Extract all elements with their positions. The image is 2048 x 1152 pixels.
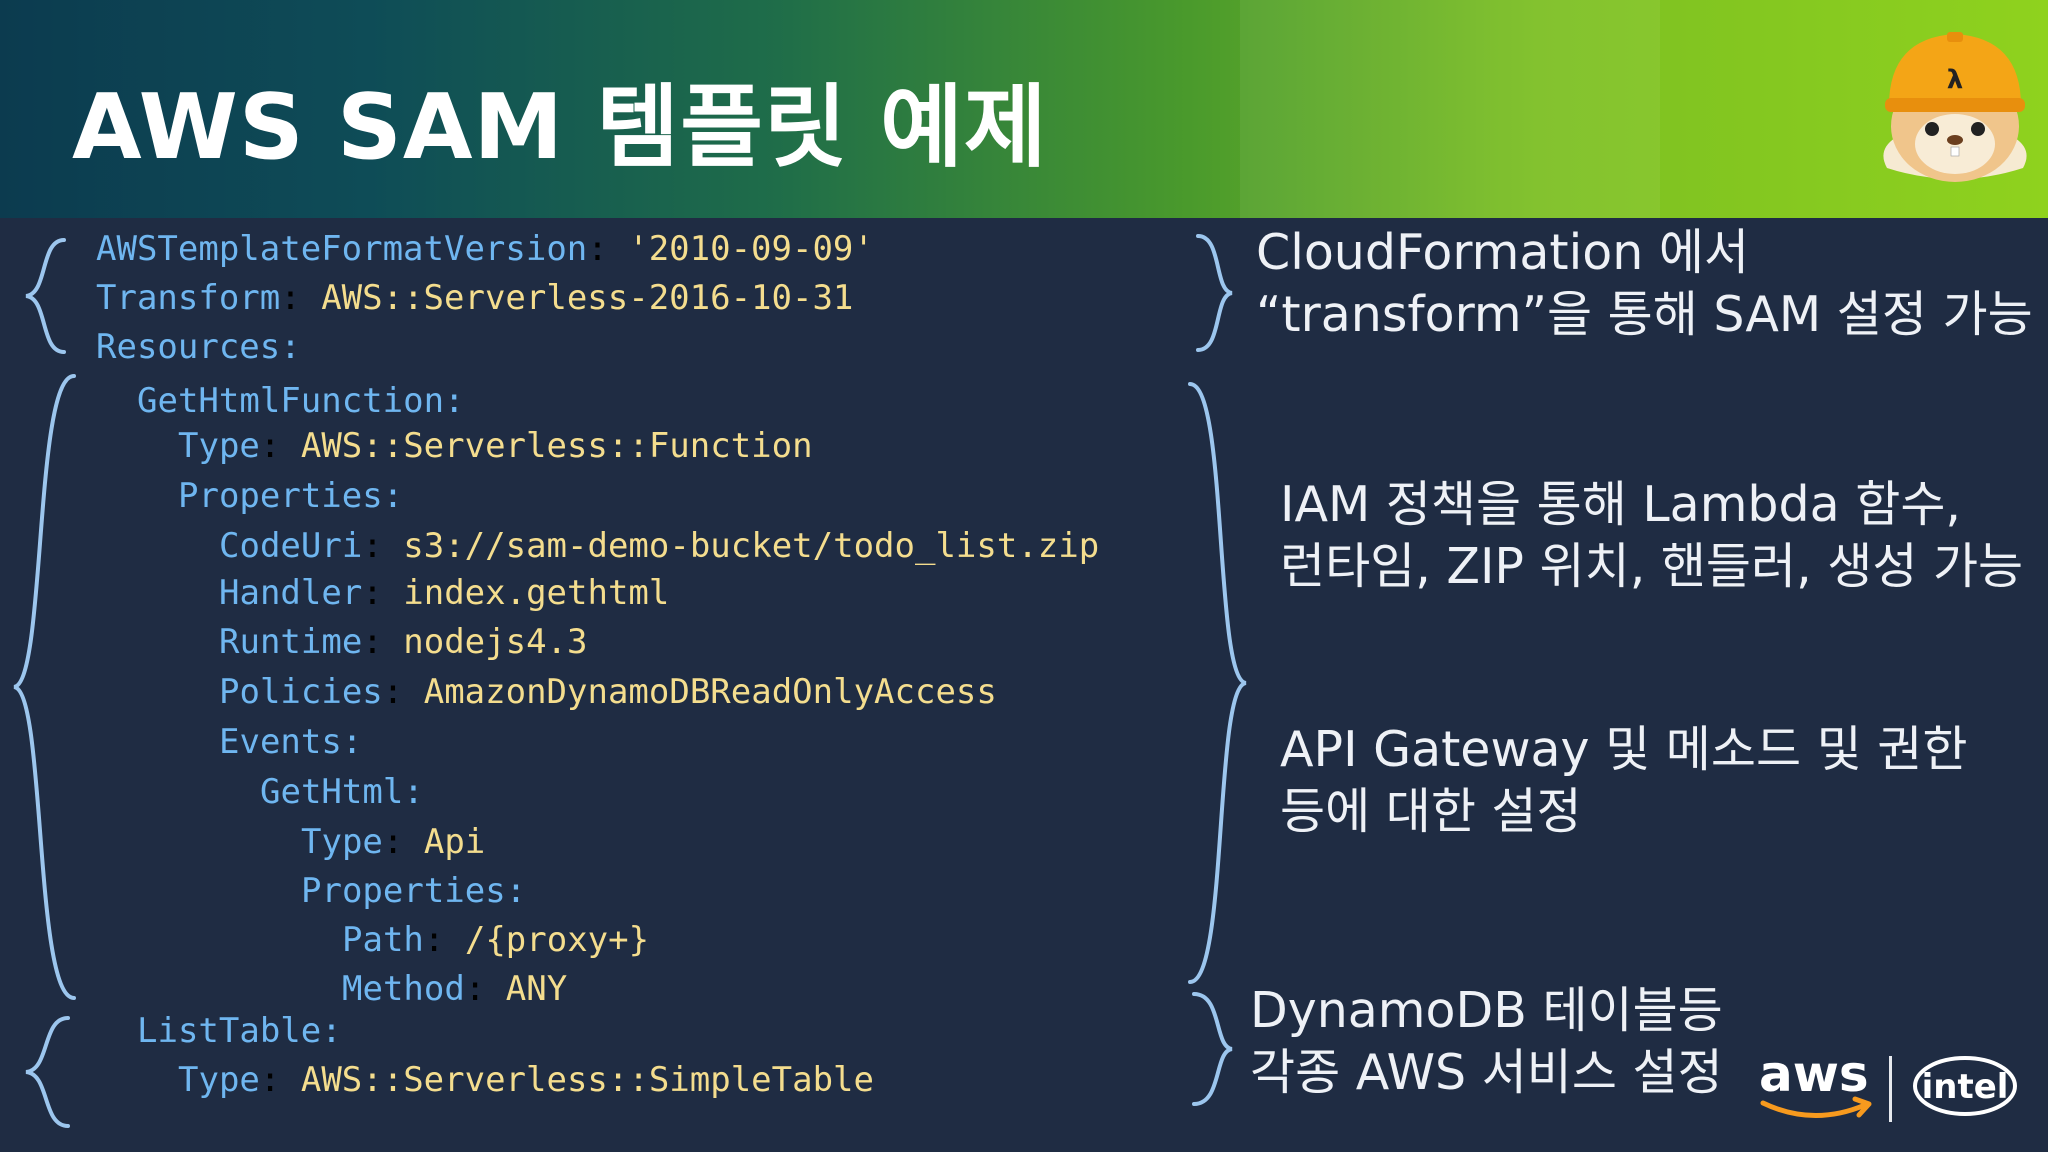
note-line: “transform”을 통해 SAM 설정 가능: [1256, 286, 2033, 343]
code-key: ListTable: [137, 1011, 322, 1051]
code-value: ANY: [505, 969, 568, 1009]
code-key: Events: [219, 722, 342, 762]
code-value: '2010-09-09': [628, 229, 874, 269]
note-iam: IAM 정책을 통해 Lambda 함수, 런타임, ZIP 위치, 핸들러, …: [1280, 474, 2023, 598]
code-line: CodeUri: s3://sam-demo-bucket/todo_list.…: [219, 526, 1100, 566]
code-key: GetHtmlFunction: [137, 381, 445, 421]
note-line: 런타임, ZIP 위치, 핸들러, 생성 가능: [1280, 538, 2024, 595]
logo-divider: [1889, 1056, 1892, 1122]
code-line: GetHtml:: [260, 772, 424, 812]
note-line: 등에 대한 설정: [1280, 783, 1582, 840]
code-line: Properties:: [178, 476, 404, 516]
code-line: Type: Api: [301, 822, 486, 862]
note-transform: CloudFormation 에서 “transform”을 통해 SAM 설정…: [1256, 222, 2033, 346]
header-banner: AWS SAM 템플릿 예제 λ: [0, 0, 2048, 218]
code-key: Type: [178, 426, 260, 466]
note-line: API Gateway 및 메소드 및 권한: [1280, 721, 1968, 778]
code-value: AWS::Serverless-2016-10-31: [321, 278, 854, 318]
svg-text:λ: λ: [1947, 65, 1963, 95]
code-line: GetHtmlFunction:: [137, 381, 465, 421]
code-key: CodeUri: [219, 526, 363, 566]
code-key: Handler: [219, 573, 363, 613]
code-line: Method: ANY: [342, 969, 568, 1009]
open-brace-icon: [25, 238, 66, 354]
code-key: Policies: [219, 672, 383, 712]
code-key: Method: [342, 969, 465, 1009]
note-api: API Gateway 및 메소드 및 권한 등에 대한 설정: [1280, 719, 1967, 843]
code-line: ListTable:: [137, 1011, 342, 1051]
aws-logo: aws: [1759, 1045, 1872, 1118]
code-key: Transform: [96, 278, 281, 318]
code-key: Properties: [301, 871, 506, 911]
code-key: Path: [342, 920, 424, 960]
intel-logo: intel: [1913, 1056, 2017, 1116]
code-line: Type: AWS::Serverless::SimpleTable: [178, 1060, 874, 1100]
aws-logo-text: aws: [1759, 1045, 1869, 1103]
code-key: GetHtml: [260, 772, 404, 812]
open-brace-icon: [25, 1016, 70, 1128]
code-key: Resources: [96, 327, 281, 367]
code-key: Properties: [178, 476, 383, 516]
note-line: CloudFormation 에서: [1256, 224, 1750, 281]
code-line: Properties:: [301, 871, 527, 911]
code-value: AmazonDynamoDBReadOnlyAccess: [423, 672, 997, 712]
note-dynamodb: DynamoDB 테이블등 각종 AWS 서비스 설정: [1250, 980, 1723, 1104]
code-line: Path: /{proxy+}: [342, 920, 650, 960]
close-brace-icon: [1188, 382, 1247, 984]
note-line: 각종 AWS 서비스 설정: [1250, 1044, 1723, 1101]
code-line: Resources:: [96, 327, 301, 367]
code-line: AWSTemplateFormatVersion: '2010-09-09': [96, 229, 874, 269]
hamster-mascot-icon: λ: [1883, 32, 2027, 182]
banner-highlight: [1240, 0, 1660, 218]
slide-title: AWS SAM 템플릿 예제: [72, 75, 1048, 180]
code-value: AWS::Serverless::Function: [300, 426, 813, 466]
code-value: /{proxy+}: [464, 920, 650, 960]
code-line: Policies: AmazonDynamoDBReadOnlyAccess: [219, 672, 997, 712]
note-line: DynamoDB 테이블등: [1250, 982, 1723, 1039]
code-value: Api: [423, 822, 486, 862]
open-brace-icon: [13, 374, 76, 1000]
close-brace-icon: [1196, 234, 1233, 352]
code-value: index.gethtml: [403, 573, 670, 613]
code-key: AWSTemplateFormatVersion: [96, 229, 588, 269]
code-key: Type: [301, 822, 383, 862]
code-value: s3://sam-demo-bucket/todo_list.zip: [403, 526, 1100, 566]
close-brace-icon: [1192, 992, 1233, 1106]
code-key: Runtime: [219, 622, 363, 662]
note-line: IAM 정책을 통해 Lambda 함수,: [1280, 476, 1961, 533]
code-line: Handler: index.gethtml: [219, 573, 670, 613]
code-line: Events:: [219, 722, 363, 762]
code-value: nodejs4.3: [403, 622, 588, 662]
code-line: Transform: AWS::Serverless-2016-10-31: [96, 278, 854, 318]
code-line: Runtime: nodejs4.3: [219, 622, 588, 662]
intel-logo-text: intel: [1922, 1067, 2009, 1107]
code-value: AWS::Serverless::SimpleTable: [300, 1060, 874, 1100]
code-line: Type: AWS::Serverless::Function: [178, 426, 813, 466]
code-key: Type: [178, 1060, 260, 1100]
